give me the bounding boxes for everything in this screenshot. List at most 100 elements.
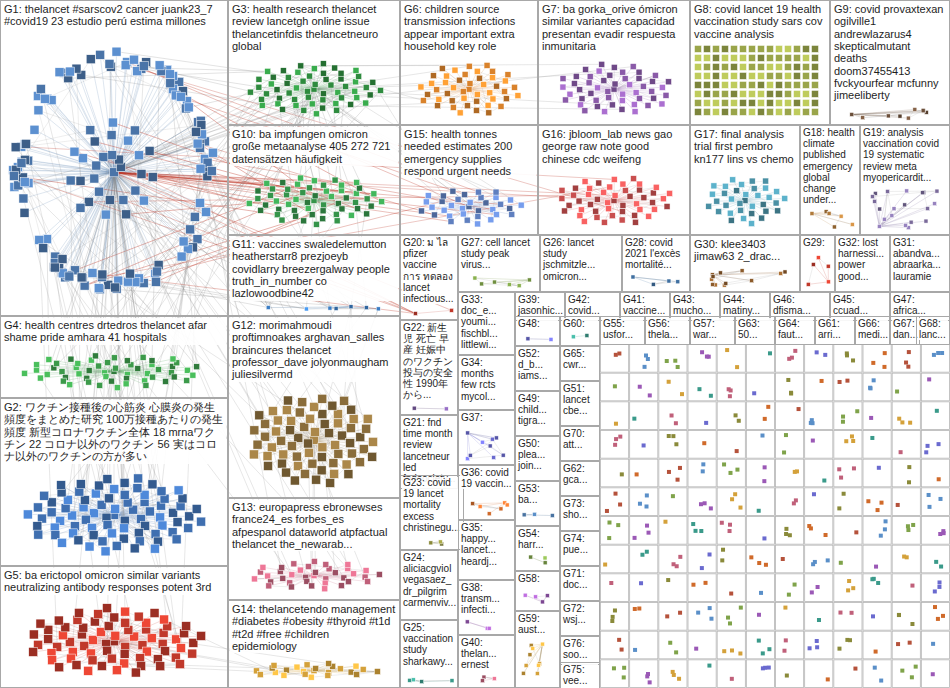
vertex-icon — [877, 466, 881, 470]
network-edge — [117, 52, 367, 88]
vertex-icon — [757, 509, 761, 513]
vertex-icon — [784, 433, 788, 437]
vertex-icon — [852, 466, 856, 470]
network-edge — [442, 68, 488, 105]
vertex-icon — [789, 391, 793, 395]
vertex-icon — [907, 480, 911, 484]
network-edge — [614, 200, 635, 222]
vertex-icon — [784, 527, 788, 531]
vertex-icon — [749, 555, 753, 559]
vertex-icon — [703, 501, 707, 505]
group-cell — [601, 603, 629, 631]
vertex-icon — [809, 421, 813, 425]
vertex-icon — [768, 351, 772, 355]
network-edge — [41, 89, 176, 639]
network-edge — [879, 204, 934, 227]
group-cell — [746, 402, 774, 430]
vertex-icon — [883, 527, 887, 531]
vertex-icon — [940, 351, 944, 355]
network-edge — [828, 266, 829, 282]
network-edge — [745, 200, 778, 210]
group-cell — [601, 488, 629, 516]
group-cell — [746, 517, 774, 545]
group-cell — [717, 631, 745, 659]
vertex-icon — [781, 557, 785, 561]
network-edge — [21, 163, 80, 208]
group-cell — [805, 431, 833, 459]
network-edge — [315, 572, 343, 578]
vertex-icon — [896, 503, 900, 507]
network-edge — [863, 112, 927, 117]
group-cell — [746, 545, 774, 573]
group-cell — [630, 431, 658, 459]
group-cell — [805, 402, 833, 430]
vertex-icon — [927, 505, 931, 509]
network-edge — [888, 191, 892, 215]
group-cell — [659, 431, 687, 459]
vertex-icon — [937, 477, 941, 481]
group-cell — [834, 373, 862, 401]
group-cell — [776, 402, 804, 430]
group-cell — [659, 488, 687, 516]
network-edge — [712, 271, 742, 279]
group-cell — [805, 545, 833, 573]
vertex-icon — [839, 476, 843, 480]
vertex-icon — [709, 394, 713, 398]
network-edge — [879, 193, 922, 227]
vertex-icon — [787, 357, 791, 361]
vertex-icon — [837, 467, 841, 471]
network-edge — [55, 172, 114, 262]
network-edge — [537, 644, 542, 673]
group-cell — [717, 345, 745, 373]
group-cell — [892, 431, 920, 459]
group-cell — [630, 402, 658, 430]
group-cell — [834, 631, 862, 659]
group-cell — [659, 545, 687, 573]
vertex-icon — [701, 469, 705, 473]
network-edge — [528, 338, 551, 340]
group-cell — [659, 402, 687, 430]
vertex-icon — [935, 409, 939, 413]
network-edge — [467, 622, 487, 628]
vertex-icon — [841, 420, 845, 424]
vertex-icon — [676, 365, 680, 369]
network-edge — [357, 67, 633, 98]
vertex-icon — [927, 377, 931, 381]
group-cell — [630, 517, 658, 545]
vertex-icon — [611, 615, 615, 619]
group-cell — [717, 488, 745, 516]
group-cell — [659, 345, 687, 373]
network-edge — [22, 59, 91, 162]
group-cell — [776, 431, 804, 459]
group-cell — [776, 660, 804, 688]
network-edge — [894, 208, 928, 209]
vertex-icon — [826, 558, 830, 562]
vertex-icon — [722, 462, 726, 466]
group-cell — [805, 517, 833, 545]
vertex-icon — [854, 530, 858, 534]
group-cell — [834, 517, 862, 545]
vertex-icon — [899, 450, 903, 454]
vertex-icon — [900, 420, 904, 424]
vertex-icon — [869, 416, 873, 420]
vertex-icon — [842, 492, 846, 496]
vertex-icon — [644, 353, 648, 357]
group-cell — [805, 373, 833, 401]
network-edge — [262, 89, 314, 99]
group-cell — [659, 574, 687, 602]
vertex-icon — [880, 501, 884, 505]
group-cell — [746, 431, 774, 459]
vertex-icon — [897, 417, 901, 421]
vertex-icon — [874, 565, 878, 569]
vertex-icon — [704, 581, 708, 585]
group-cell — [688, 402, 716, 430]
vertex-icon — [639, 581, 643, 585]
group-cell — [630, 459, 658, 487]
vertex-icon — [674, 421, 678, 425]
group-cell — [688, 431, 716, 459]
group-cell — [805, 459, 833, 487]
vertex-icon — [729, 388, 733, 392]
vertex-icon — [728, 471, 732, 475]
group-cell — [921, 459, 949, 487]
network-edge — [580, 200, 614, 215]
